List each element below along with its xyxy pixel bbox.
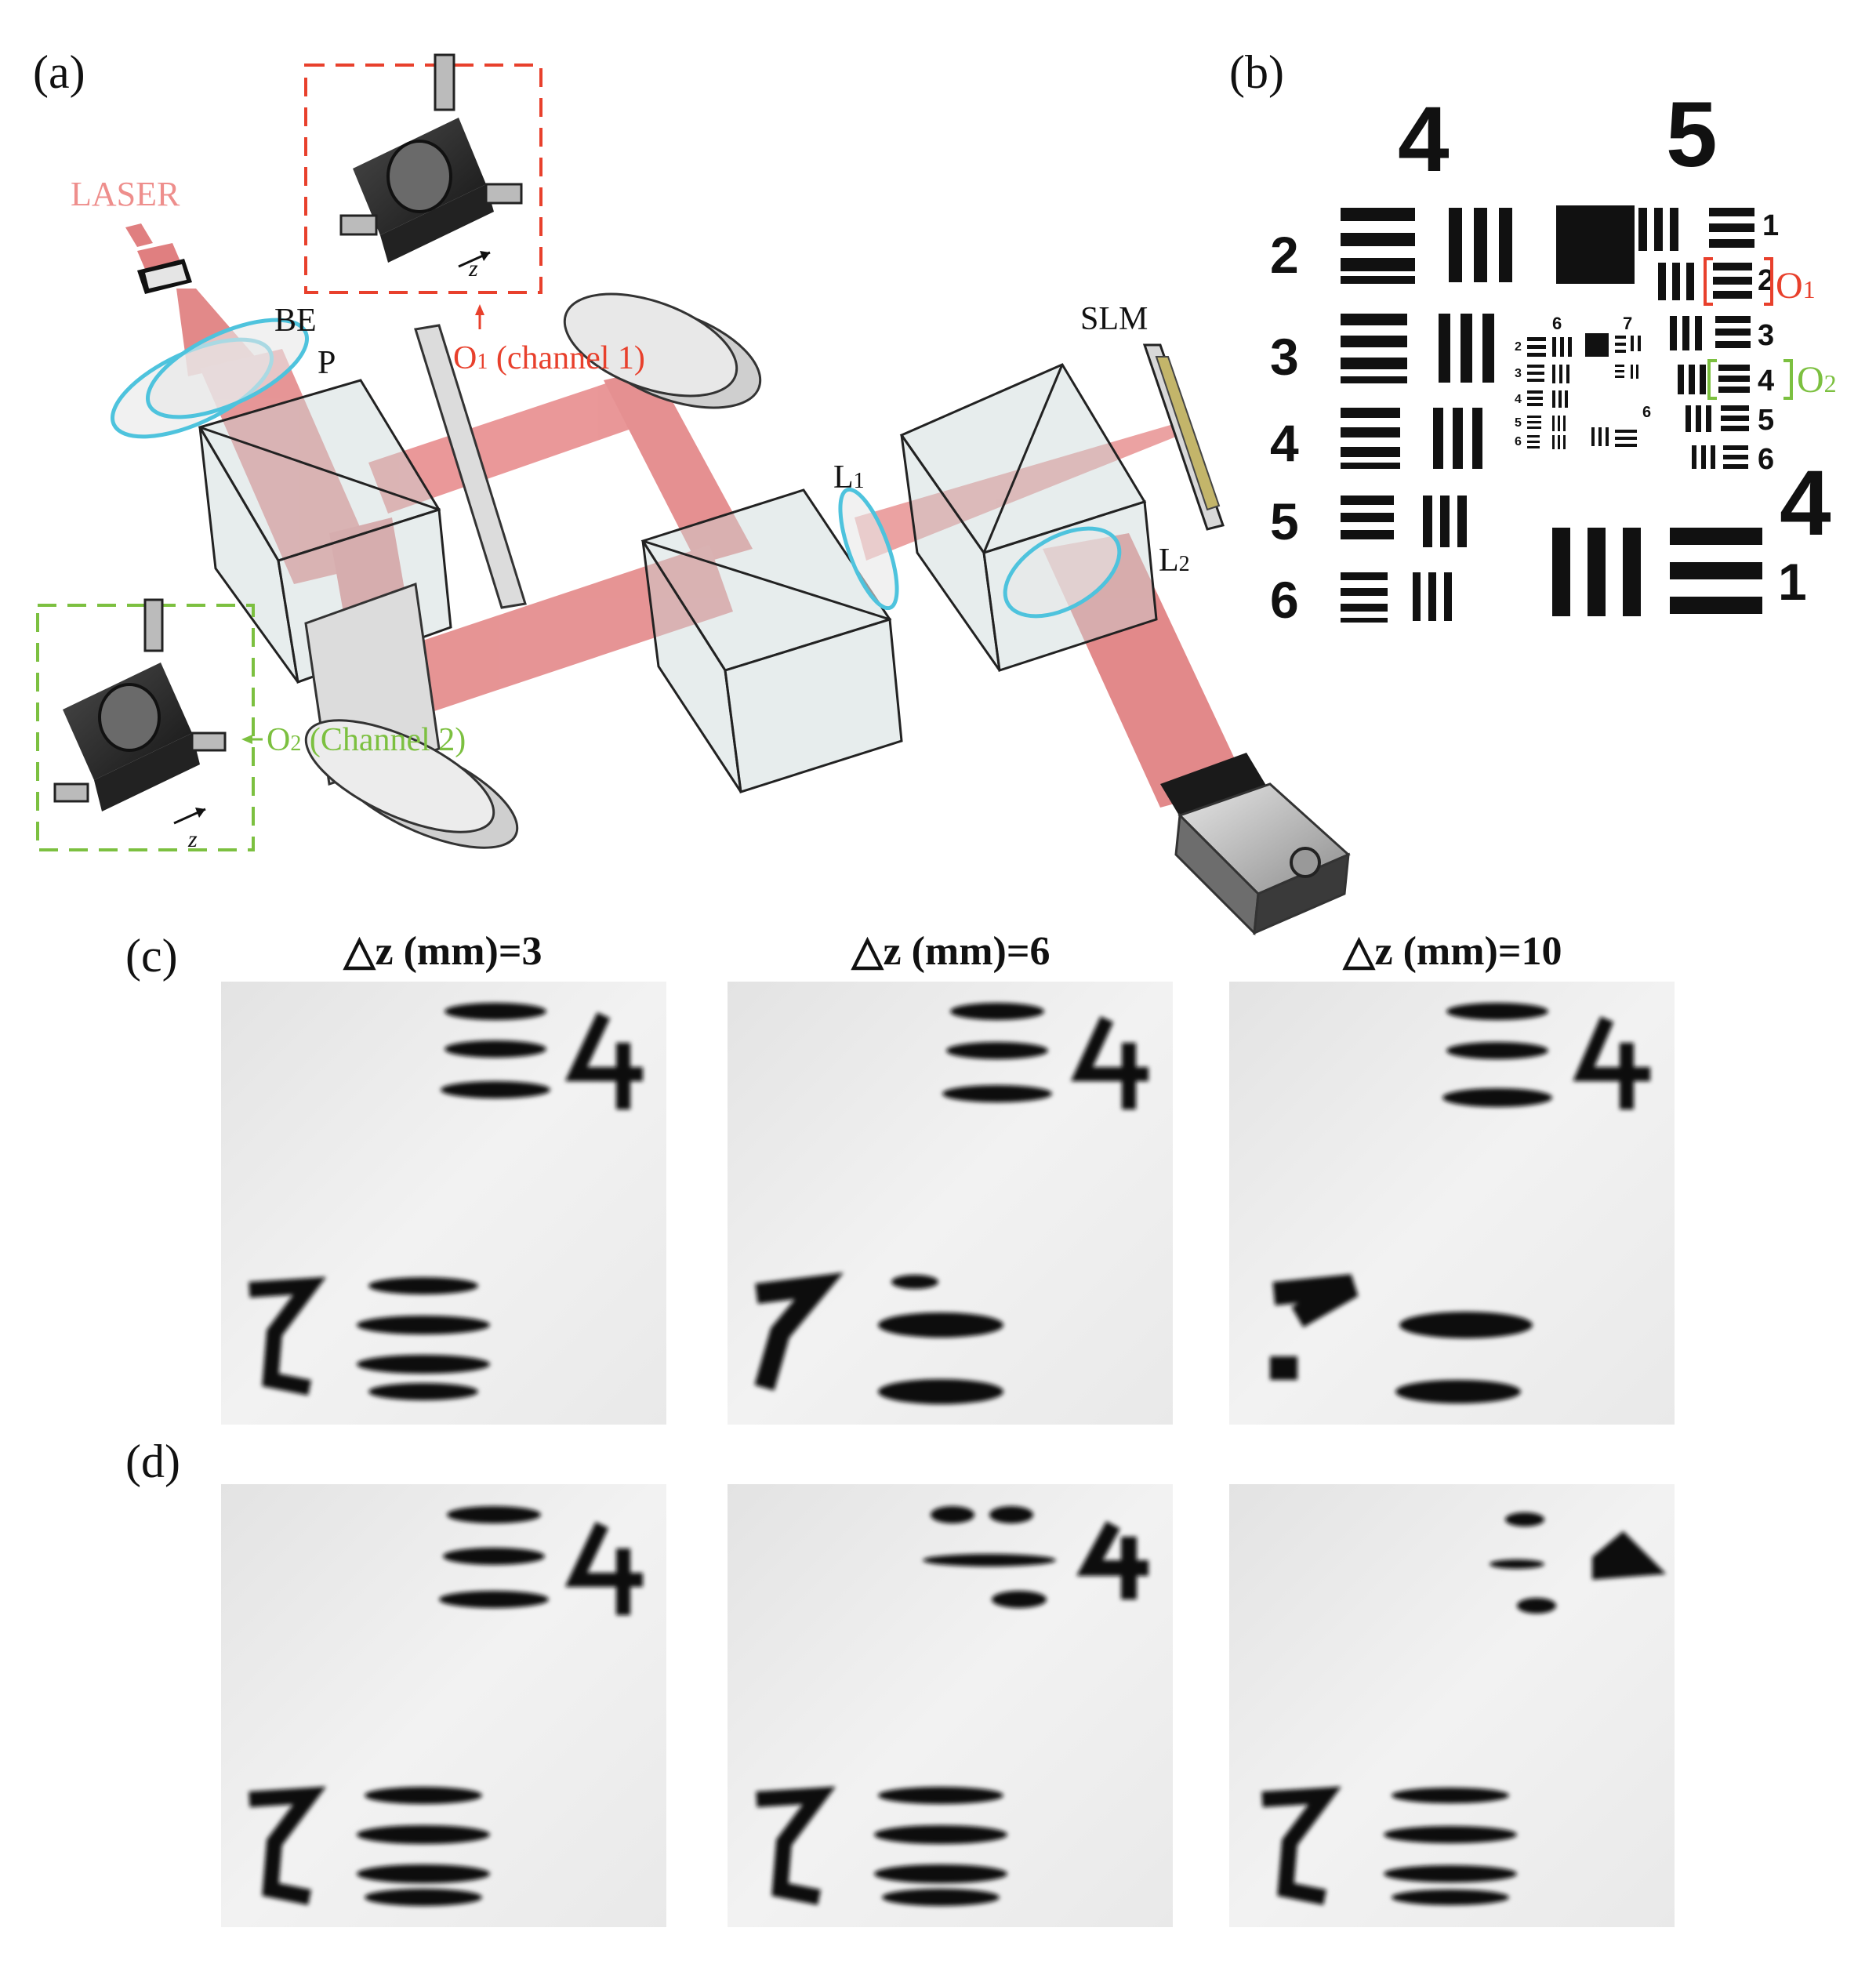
recon-d-dz10: [1229, 1484, 1675, 1927]
svg-text:6: 6: [1642, 404, 1651, 421]
target-element-1: 1: [1778, 553, 1807, 611]
lens-l2: [1003, 526, 1122, 619]
recon-d-dz6: [728, 1484, 1173, 1927]
o2-z-label: z: [187, 826, 198, 852]
usaf-target: 4 5 4 2 3 4 5 6: [1270, 83, 1837, 629]
target-o1-bracket: [1704, 257, 1773, 306]
svg-text:1: 1: [1762, 209, 1779, 242]
svg-text:6: 6: [1758, 443, 1774, 476]
target-o2-bracket: [1707, 359, 1793, 400]
svg-text:4: 4: [1515, 393, 1522, 406]
svg-text:6: 6: [1270, 571, 1299, 629]
svg-text:2: 2: [1758, 264, 1774, 297]
slm-label: SLM: [1080, 301, 1148, 337]
camera: [1160, 753, 1351, 936]
target-inner-group: [1527, 333, 1641, 449]
o2-mount-box: [36, 598, 255, 851]
svg-text:2: 2: [1270, 226, 1299, 284]
panel-label-c: (c): [125, 930, 178, 982]
target-group4-element1: [1552, 528, 1762, 616]
target-inner-numbers: 6 7 2 3 4 5 6 6: [1515, 314, 1651, 448]
mirror-top: [563, 292, 762, 409]
target-o2-label: O2: [1797, 359, 1837, 401]
recon-d-dz3: [221, 1484, 666, 1927]
svg-text:4: 4: [1758, 365, 1774, 398]
laser-source: [125, 223, 192, 294]
target-group-4-top: 4: [1398, 88, 1450, 191]
lens-be: [111, 318, 309, 439]
target-left-element-numbers: 2 3 4 5 6: [1270, 226, 1299, 629]
laser-label: LASER: [71, 175, 180, 213]
l2-label: L2: [1159, 543, 1190, 579]
setup-diagram: LASER BE P SLM O1 (channel 1) O2 (Channe…: [36, 53, 1351, 936]
target-left-bars: [1341, 208, 1512, 623]
svg-text:3: 3: [1515, 367, 1522, 380]
mirror-bottom: [304, 719, 519, 849]
svg-text:6: 6: [1515, 435, 1522, 448]
target-right-element-numbers: 1 2 3 4 5 6: [1758, 209, 1779, 476]
beam-splitter-2: [640, 488, 903, 793]
svg-text:7: 7: [1623, 314, 1632, 333]
svg-text:3: 3: [1270, 328, 1299, 386]
target-o1-label: O1: [1776, 265, 1816, 307]
svg-text:2: 2: [1515, 340, 1522, 354]
slm-device: [1142, 343, 1225, 531]
p-label: P: [318, 345, 336, 381]
recon-c-dz10: [1229, 982, 1675, 1425]
recon-c-dz6: [728, 982, 1173, 1425]
recon-c-dz3: [221, 982, 666, 1425]
l1-label: L1: [833, 459, 865, 496]
svg-text:3: 3: [1758, 319, 1774, 352]
o1-channel-label: O1 (channel 1): [453, 340, 645, 376]
svg-text:5: 5: [1270, 492, 1299, 550]
svg-text:5: 5: [1515, 416, 1522, 430]
panel-label-d: (d): [125, 1436, 180, 1487]
svg-text:4: 4: [1270, 414, 1299, 472]
sample-plate-o1: [414, 324, 527, 609]
panel-label-b: (b): [1229, 46, 1284, 98]
target-reference-square: [1556, 205, 1635, 284]
target-group-5: 5: [1666, 83, 1718, 187]
o1-z-label: z: [468, 256, 478, 281]
o2-channel-label: O2 (Channel 2): [267, 722, 466, 758]
target-group-4-right: 4: [1780, 452, 1831, 555]
target-right-bars: [1638, 208, 1754, 469]
panel-label-a: (a): [33, 46, 85, 98]
o1-pointer-arrow: [475, 304, 484, 329]
svg-text:5: 5: [1758, 404, 1774, 437]
svg-text:6: 6: [1552, 314, 1562, 333]
o2-pointer-arrow: [241, 735, 263, 744]
lens-l1: [838, 487, 899, 611]
be-label: BE: [274, 303, 317, 339]
o1-mount-box: [304, 53, 542, 294]
